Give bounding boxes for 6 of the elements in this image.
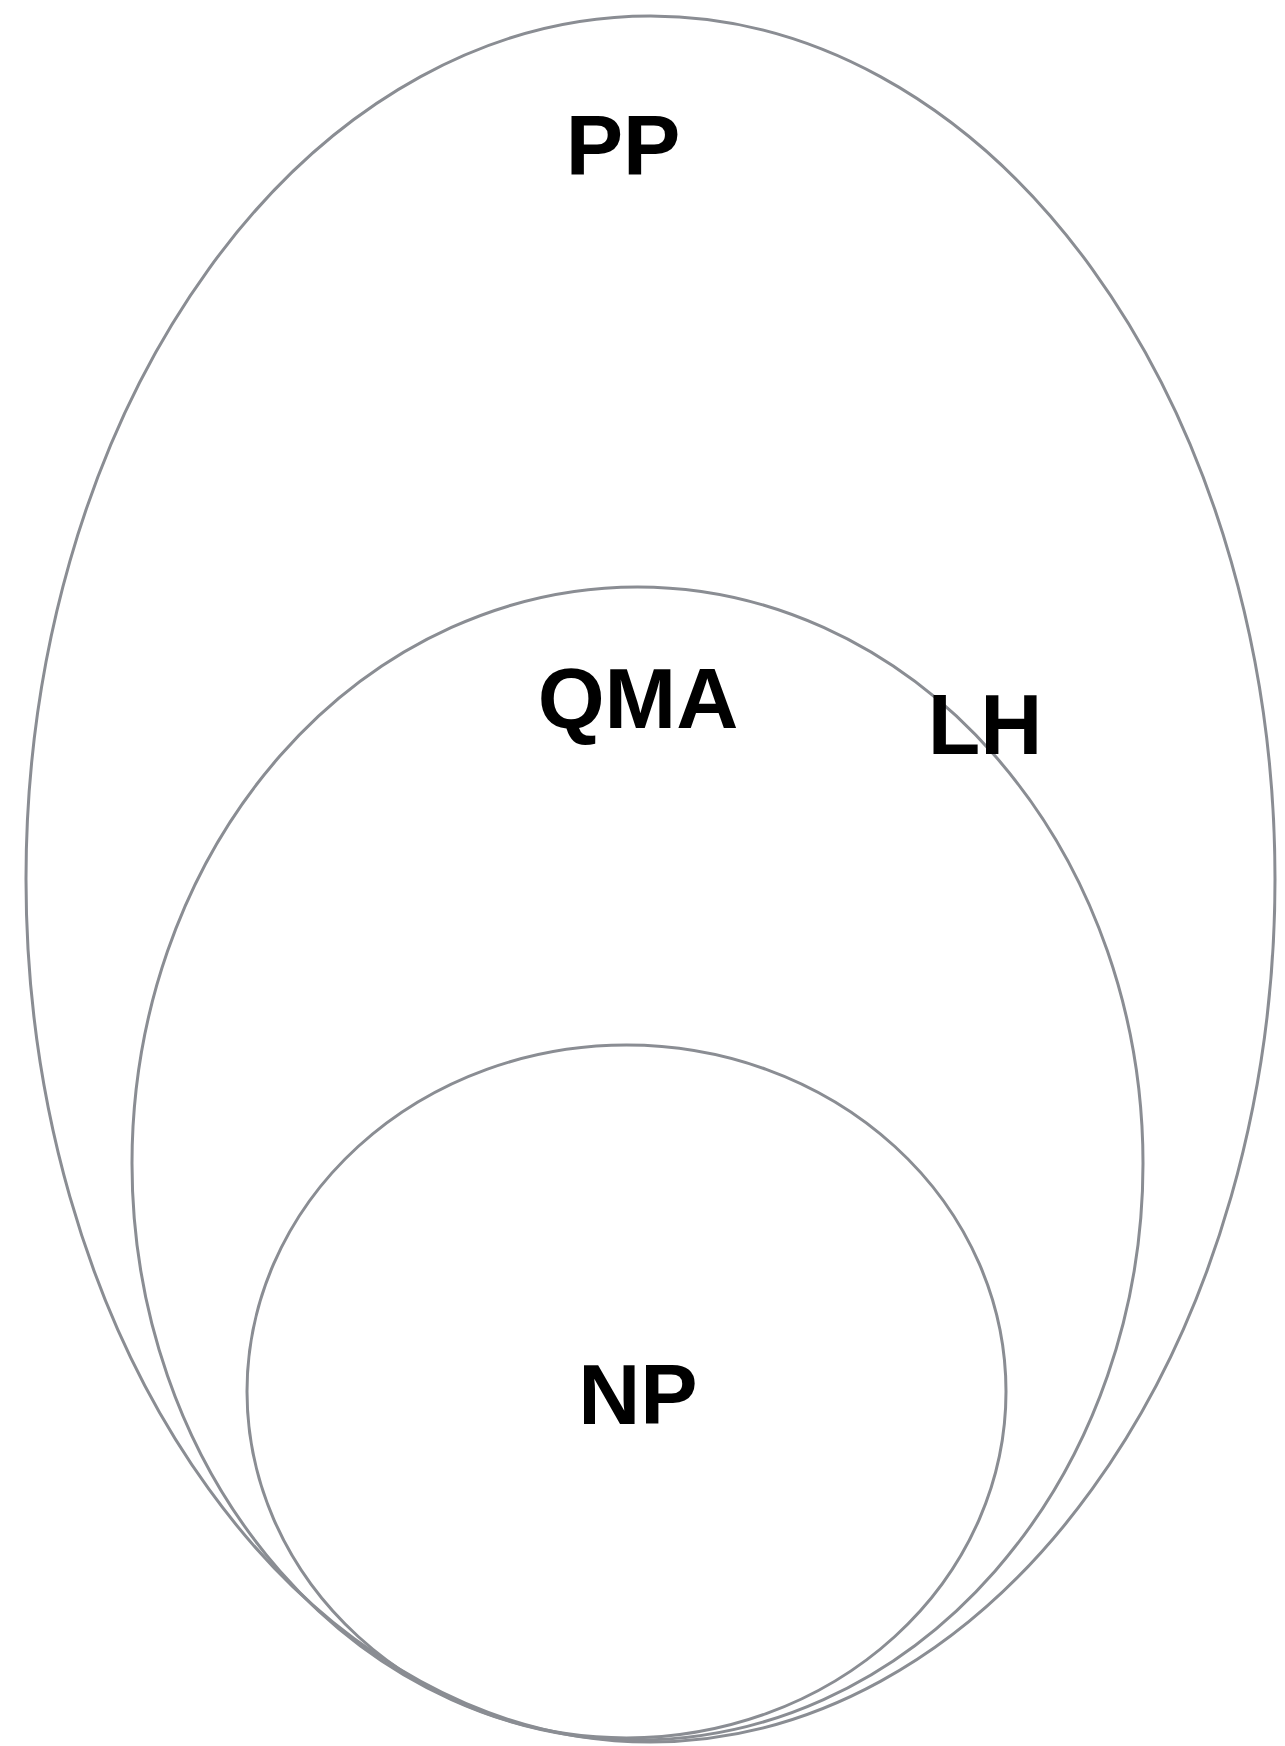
set-label: NP bbox=[578, 1351, 698, 1437]
set-ellipse bbox=[24, 14, 1277, 1744]
set-label: PP bbox=[565, 102, 681, 188]
set-ellipse bbox=[130, 585, 1145, 1742]
set-ellipse bbox=[245, 1043, 1008, 1740]
set-label: LH bbox=[927, 681, 1043, 767]
